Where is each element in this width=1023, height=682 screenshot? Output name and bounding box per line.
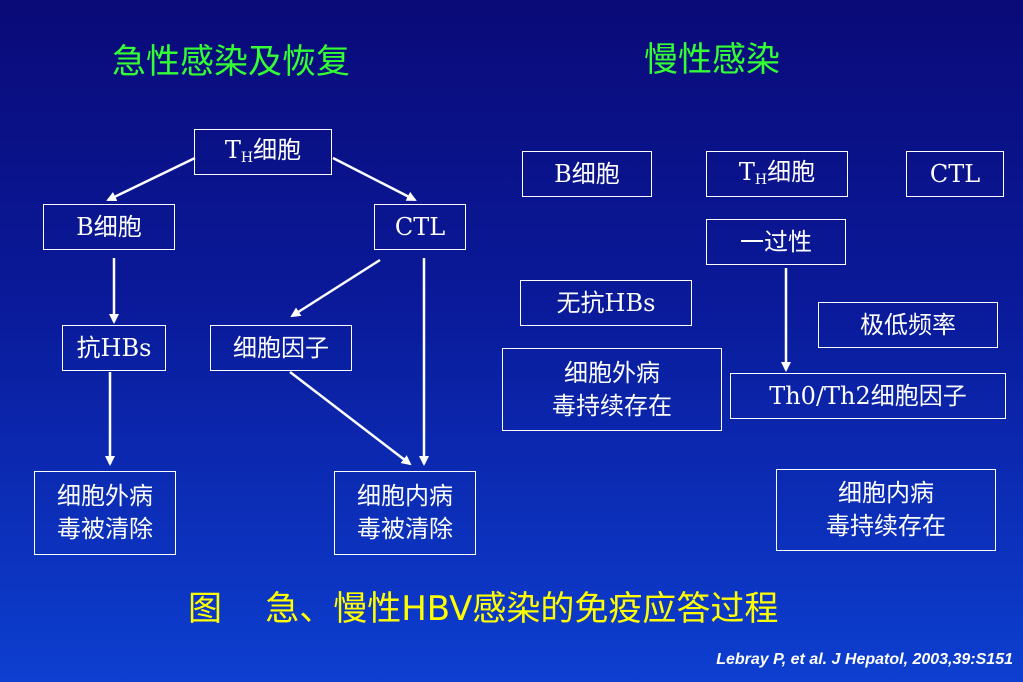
extracellular-virus-persists-box: 细胞外病毒持续存在	[502, 348, 722, 431]
chronic-ctl-box: CTL	[906, 151, 1004, 197]
cytokine-box: 细胞因子	[210, 325, 352, 371]
transient-box: 一过性	[706, 219, 846, 265]
b-cell-box: B细胞	[43, 204, 175, 250]
ctl-box: CTL	[374, 204, 466, 250]
intracellular-virus-persists-box: 细胞内病毒持续存在	[776, 469, 996, 551]
figure-caption: 图 急、慢性HBV感染的免疫应答过程	[188, 589, 779, 629]
very-low-frequency-box: 极低频率	[818, 302, 998, 348]
no-anti-hbs-box: 无抗HBs	[520, 280, 692, 326]
arrow-ctl-to-cytokine	[290, 258, 381, 318]
chronic-infection-heading: 慢性感染	[644, 40, 780, 80]
arrow-th-to-b	[106, 156, 196, 202]
th-cell-box: TH细胞	[194, 129, 332, 175]
reference-citation: Lebray P, et al. J Hepatol, 2003,39:S151	[716, 651, 1013, 668]
chronic-b-cell-box: B细胞	[522, 151, 652, 197]
extracellular-virus-cleared-box: 细胞外病毒被清除	[34, 471, 176, 555]
intracellular-virus-cleared-box: 细胞内病毒被清除	[334, 471, 476, 555]
acute-infection-heading: 急性感染及恢复	[112, 42, 350, 82]
anti-hbs-box: 抗HBs	[62, 325, 166, 371]
chronic-th-cell-box: TH细胞	[706, 151, 848, 197]
th0-th2-cytokine-box: Th0/Th2细胞因子	[730, 373, 1006, 419]
arrow-th-to-ctl	[332, 156, 417, 202]
arrow-cytokine-to-intracellular	[289, 371, 412, 466]
